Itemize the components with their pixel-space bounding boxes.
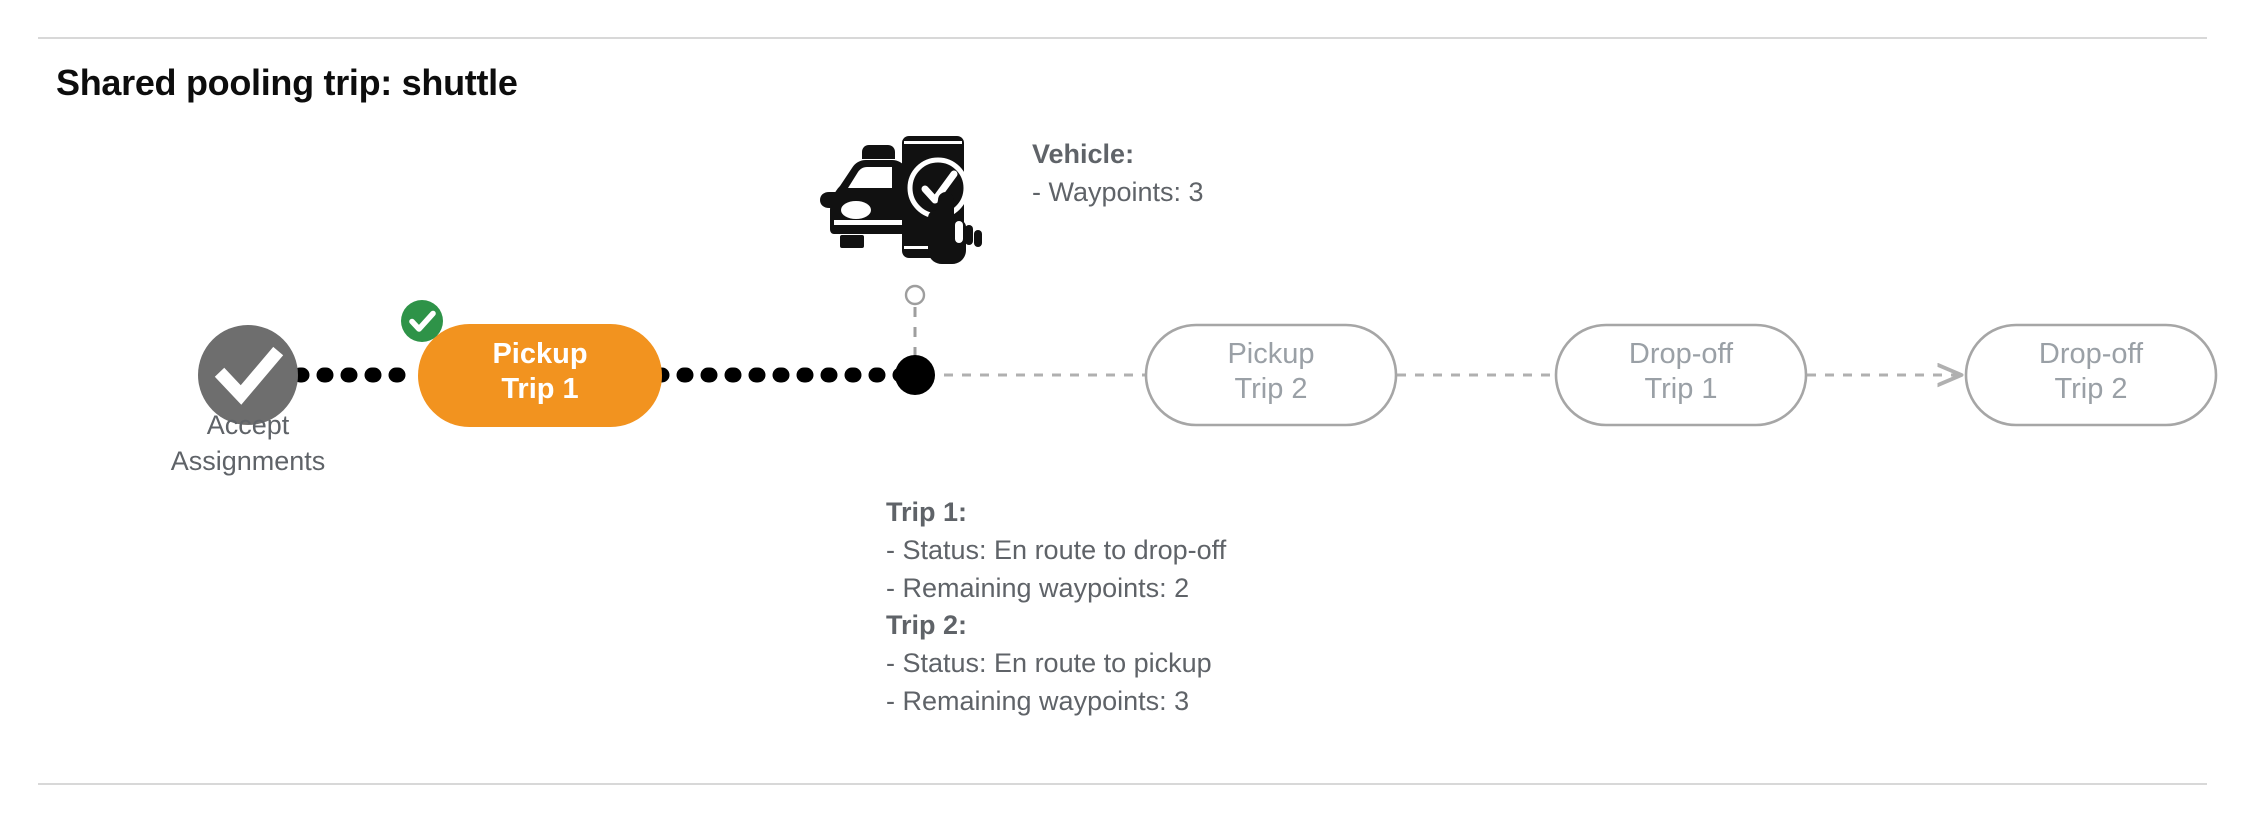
trip-2-heading: Trip 2:	[886, 610, 968, 641]
node-pickup-trip-1[interactable]	[418, 324, 662, 427]
vehicle-position-dot	[895, 355, 935, 395]
pickup-trip-2-pill	[1144, 323, 1398, 427]
dropoff-trip-1-pill	[1554, 323, 1808, 427]
pointing-hand-shape	[928, 192, 982, 264]
pickup-trip-1-pill	[418, 324, 662, 427]
vehicle-position-marker	[895, 284, 935, 395]
vehicle-leader-circle	[904, 284, 926, 306]
trip-1-waypoints: - Remaining waypoints: 2	[886, 572, 1190, 603]
accept-circle	[198, 325, 298, 425]
node-dropoff-trip-2[interactable]	[1964, 323, 2218, 427]
node-pickup-trip-2[interactable]	[1144, 323, 1398, 427]
page-title: Shared pooling trip: shuttle	[56, 62, 518, 103]
trip-2-waypoints: - Remaining waypoints: 3	[886, 685, 1190, 716]
trip-1-heading: Trip 1:	[886, 497, 968, 527]
node-dropoff-trip-1[interactable]	[1554, 323, 1808, 427]
check-badge-icon	[401, 300, 443, 342]
car-phone-check-icon	[820, 136, 982, 264]
node-accept-assignments[interactable]	[198, 325, 298, 425]
check-circle-icon	[214, 346, 284, 405]
trips-annotation: Trip 1: - Status: En route to drop-off -…	[886, 494, 1226, 721]
trip-2-status: - Status: En route to pickup	[886, 648, 1212, 679]
vehicle-waypoints: - Waypoints: 3	[1032, 176, 1204, 207]
trip-1-status: - Status: En route to drop-off	[886, 534, 1227, 565]
dropoff-trip-2-pill	[1964, 323, 2218, 427]
vehicle-annotation: Vehicle: - Waypoints: 3	[1032, 136, 1204, 212]
divider-bottom	[38, 783, 2207, 785]
divider-top	[38, 37, 2207, 39]
vehicle-heading: Vehicle:	[1032, 139, 1135, 169]
